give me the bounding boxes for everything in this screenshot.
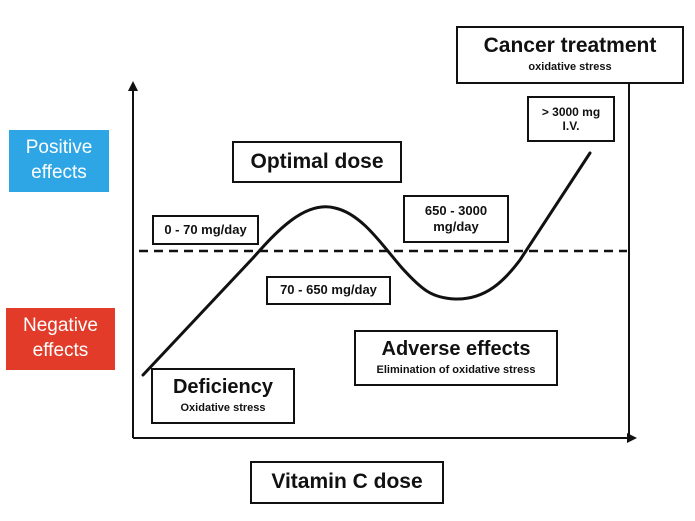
negative-effects-line1: Negative [23, 315, 98, 337]
high-dose-range-line2: mg/day [433, 219, 479, 234]
deficiency-title: Deficiency [172, 375, 274, 398]
x-axis-label: Vitamin C dose [271, 470, 423, 494]
cancer-treatment-title: Cancer treatment [483, 34, 657, 58]
high-iv-dose-box: > 3000 mg I.V. [527, 96, 615, 142]
high-dose-range-box: 650 - 3000 mg/day [403, 195, 509, 243]
deficiency-subtitle: Oxidative stress [180, 401, 266, 414]
optimal-dose-box: Optimal dose [232, 141, 402, 183]
adverse-effects-subtitle: Elimination of oxidative stress [376, 363, 536, 376]
adverse-effects-box: Adverse effects Elimination of oxidative… [354, 330, 558, 386]
mid-dose-range-text: 70 - 650 mg/day [280, 282, 377, 298]
high-iv-dose-line2: I.V. [562, 119, 580, 133]
negative-effects-line2: effects [32, 340, 89, 361]
cancer-treatment-subtitle: oxidative stress [528, 61, 612, 74]
dose-response-curve [141, 151, 592, 377]
low-dose-range-box: 0 - 70 mg/day [152, 215, 259, 245]
x-axis-label-box: Vitamin C dose [250, 461, 444, 504]
mid-dose-range-box: 70 - 650 mg/day [266, 276, 391, 305]
positive-effects-label: Positive effects [9, 130, 109, 192]
high-dose-range-line1: 650 - 3000 [424, 202, 488, 218]
negative-effects-label: Negative effects [6, 308, 115, 370]
optimal-dose-title: Optimal dose [250, 149, 384, 173]
low-dose-range-text: 0 - 70 mg/day [164, 221, 247, 237]
positive-effects-line2: effects [31, 162, 87, 183]
positive-effects-line1: Positive [25, 137, 93, 159]
cancer-treatment-box: Cancer treatment oxidative stress [456, 26, 684, 84]
deficiency-box: Deficiency Oxidative stress [151, 368, 295, 424]
adverse-effects-title: Adverse effects [381, 337, 531, 360]
high-iv-dose-line1: > 3000 mg [541, 104, 601, 119]
